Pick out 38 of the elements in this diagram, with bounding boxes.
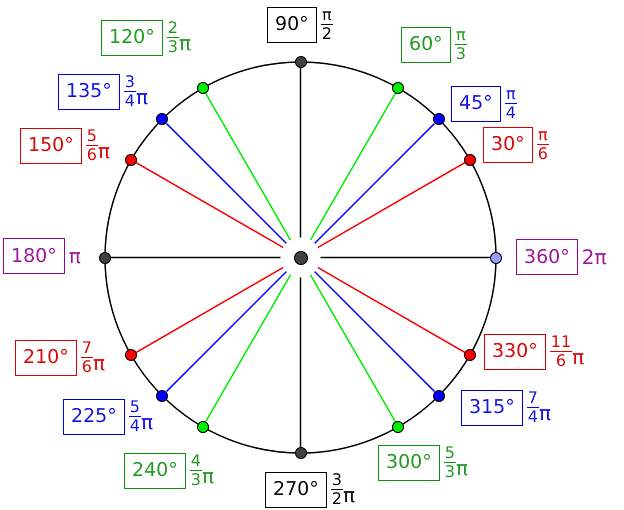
radian-label: π 3 xyxy=(454,26,467,63)
radius-line xyxy=(314,271,435,392)
radius-line xyxy=(317,162,465,248)
degree-label: 180° xyxy=(3,238,65,274)
radius-line xyxy=(314,123,435,244)
radius-line xyxy=(205,93,292,241)
radian-label: π 2 xyxy=(320,6,333,43)
degree-label: 60° xyxy=(401,26,451,62)
degree-label: 330° xyxy=(484,334,546,370)
radius-line xyxy=(136,162,284,248)
radian-label: π xyxy=(68,246,81,266)
radian-label: 2π xyxy=(582,247,607,267)
radian-label: π 6 xyxy=(536,126,549,163)
radius-line xyxy=(111,256,280,258)
radius-line xyxy=(310,93,396,241)
degree-label: 150° xyxy=(20,128,82,164)
degree-label: 135° xyxy=(58,74,120,110)
degree-label: 315° xyxy=(461,390,523,426)
radius-line xyxy=(320,256,490,258)
degree-label: 210° xyxy=(15,340,77,376)
radius-line xyxy=(136,266,284,353)
radius-line xyxy=(300,68,302,238)
radius-line xyxy=(310,274,396,422)
radius-line xyxy=(166,271,287,392)
degree-label: 225° xyxy=(63,398,125,434)
radius-line xyxy=(300,278,302,447)
degree-label: 240° xyxy=(124,452,186,488)
degree-label: 360° xyxy=(516,239,578,275)
degree-label: 270° xyxy=(265,472,327,508)
radius-line xyxy=(205,274,292,422)
degree-label: 120° xyxy=(101,20,163,56)
radius-line xyxy=(317,266,465,353)
degree-label: 300° xyxy=(378,444,440,480)
radian-label: π 4 xyxy=(504,85,517,122)
degree-label: 45° xyxy=(451,86,501,122)
degree-label: 30° xyxy=(483,126,533,162)
radius-line xyxy=(166,123,287,244)
degree-label: 90° xyxy=(267,6,317,42)
